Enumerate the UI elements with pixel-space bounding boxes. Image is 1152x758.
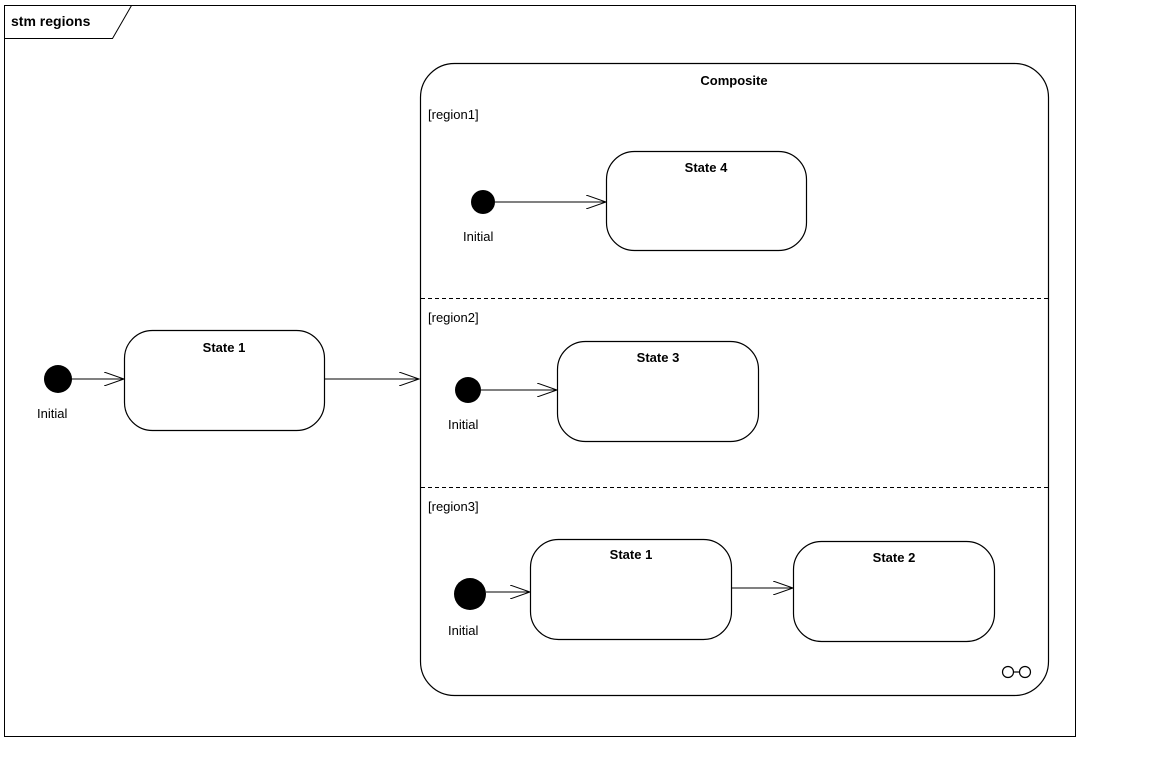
- state-3[interactable]: [556, 340, 760, 443]
- state-1-name: State 1: [203, 340, 246, 355]
- state-3-name: State 3: [637, 350, 680, 365]
- region-label: [region3]: [428, 499, 479, 514]
- infinity-icon: [1001, 665, 1032, 679]
- state-1-region3[interactable]: [529, 538, 733, 641]
- initial-node[interactable]: [44, 365, 72, 393]
- state-2[interactable]: [792, 540, 996, 643]
- state-4[interactable]: [605, 150, 808, 252]
- initial-label: Initial: [448, 623, 478, 638]
- state-1[interactable]: [123, 329, 326, 432]
- initial-label: Initial: [37, 406, 67, 421]
- initial-label: Initial: [448, 417, 478, 432]
- state-2-name: State 2: [873, 550, 916, 565]
- initial-label: Initial: [463, 229, 493, 244]
- state-4-name: State 4: [685, 160, 728, 175]
- initial-node[interactable]: [454, 578, 486, 610]
- region-label: [region1]: [428, 107, 479, 122]
- initial-node[interactable]: [471, 190, 495, 214]
- caption-text: [0, 736, 1152, 758]
- frame-title: stm regions: [11, 13, 91, 29]
- composite-name: Composite: [700, 73, 767, 88]
- frame-title-tab: [4, 5, 132, 39]
- initial-node[interactable]: [455, 377, 481, 403]
- region-label: [region2]: [428, 310, 479, 325]
- state-1-region3-name: State 1: [610, 547, 653, 562]
